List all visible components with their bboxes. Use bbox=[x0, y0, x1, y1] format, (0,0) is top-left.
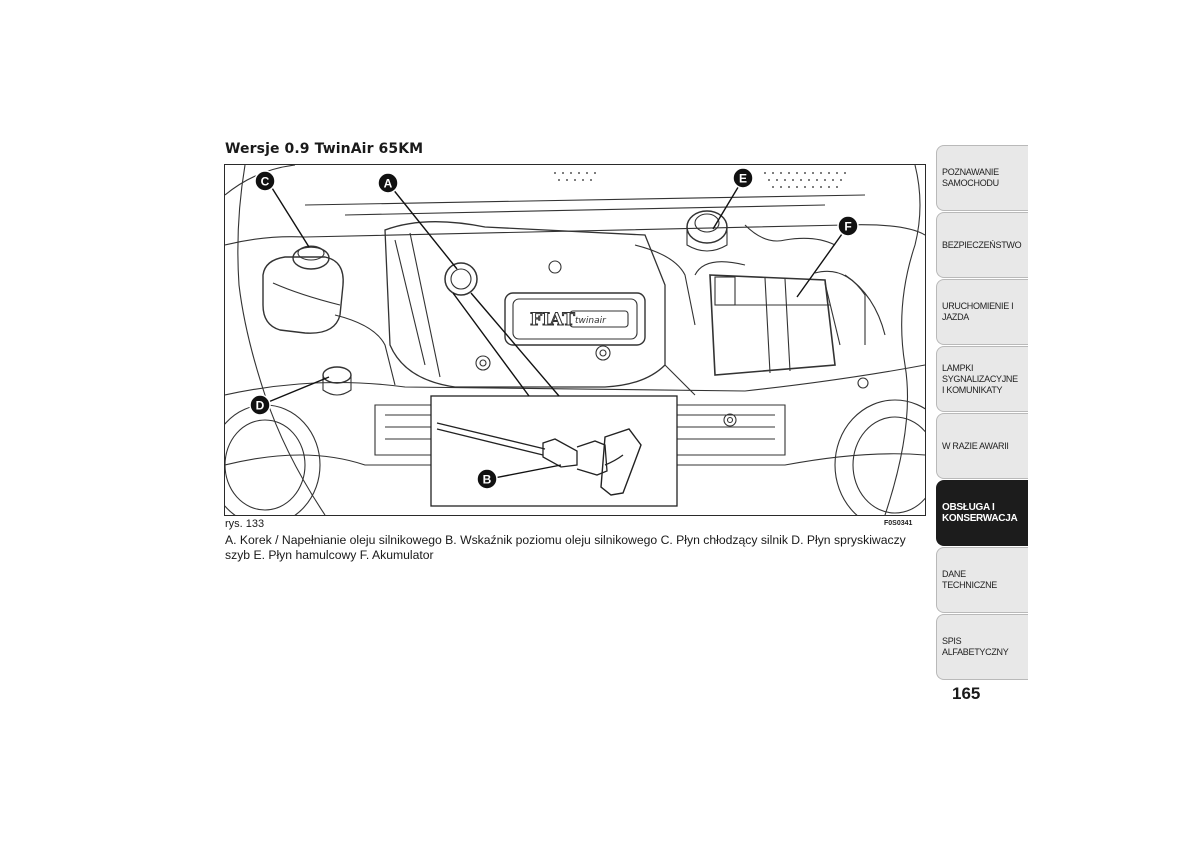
tab-dane-techniczne[interactable]: DANE TECHNICZNE bbox=[936, 547, 1028, 613]
svg-text:E: E bbox=[739, 172, 747, 186]
page-number: 165 bbox=[952, 684, 981, 703]
section-title: Wersje 0.9 TwinAir 65KM bbox=[225, 141, 424, 157]
callout-b: B bbox=[476, 468, 498, 490]
tab-label: LAMPKI SYGNALIZACYJNE I KOMUNIKATY bbox=[942, 362, 1018, 395]
fiat-logo-text: FIAT bbox=[530, 310, 575, 330]
tab-label: DANE TECHNICZNE bbox=[942, 569, 997, 590]
callout-a: A bbox=[377, 172, 399, 194]
svg-text:A: A bbox=[384, 177, 393, 191]
tab-label: OBSŁUGA I KONSERWACJA bbox=[942, 502, 1018, 524]
tab-uruchomienie-i-jazda[interactable]: URUCHOMIENIE I JAZDA bbox=[936, 279, 1028, 345]
tab-lampki-sygnalizacyjne[interactable]: LAMPKI SYGNALIZACYJNE I KOMUNIKATY bbox=[936, 346, 1028, 412]
svg-text:B: B bbox=[483, 473, 492, 487]
figure-caption: A. Korek / Napełnianie oleju silnikowego… bbox=[225, 533, 906, 562]
tab-label: POZNAWANIE SAMOCHODU bbox=[942, 167, 999, 188]
tab-label: BEZPIECZEŃSTWO bbox=[942, 239, 1022, 250]
tab-label: W RAZIE AWARII bbox=[942, 440, 1009, 451]
chapter-tabs: POZNAWANIE SAMOCHODU BEZPIECZEŃSTWO URUC… bbox=[936, 145, 1028, 681]
engine-bay-illustration: FIAT twinair bbox=[224, 164, 926, 516]
svg-text:F: F bbox=[844, 220, 851, 234]
callout-e: E bbox=[732, 167, 754, 189]
callout-c: C bbox=[254, 170, 276, 192]
tab-poznawanie-samochodu[interactable]: POZNAWANIE SAMOCHODU bbox=[936, 145, 1028, 211]
callout-f: F bbox=[837, 215, 859, 237]
tab-spis-alfabetyczny[interactable]: SPIS ALFABETYCZNY bbox=[936, 614, 1028, 680]
svg-text:C: C bbox=[261, 175, 270, 189]
callout-d: D bbox=[249, 394, 271, 416]
tab-obsluga-i-konserwacja[interactable]: OBSŁUGA I KONSERWACJA bbox=[936, 480, 1028, 546]
tab-label: SPIS ALFABETYCZNY bbox=[942, 636, 1009, 657]
figure-label: rys. 133 bbox=[225, 518, 265, 530]
tab-w-razie-awarii[interactable]: W RAZIE AWARII bbox=[936, 413, 1028, 479]
svg-text:D: D bbox=[256, 399, 265, 413]
twinair-badge-text: twinair bbox=[575, 316, 607, 326]
tab-label: URUCHOMIENIE I JAZDA bbox=[942, 301, 1014, 322]
dipstick-inset bbox=[430, 395, 678, 507]
figure-code: F0S0341 bbox=[884, 520, 913, 527]
tab-bezpieczenstwo[interactable]: BEZPIECZEŃSTWO bbox=[936, 212, 1028, 278]
